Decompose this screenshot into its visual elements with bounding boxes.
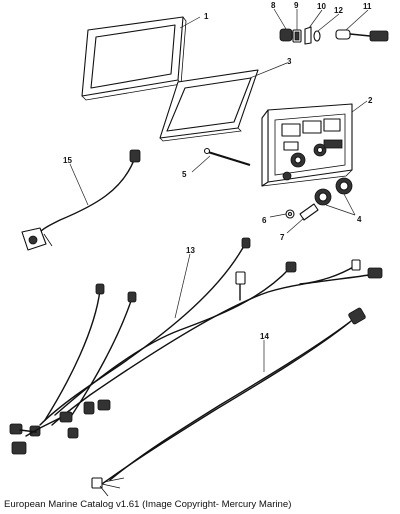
callout-3: 3 [287, 57, 292, 66]
part-6-washer [285, 209, 295, 219]
part-2-display-module [261, 103, 353, 187]
callout-15: 15 [63, 156, 72, 165]
callout-2: 2 [368, 96, 373, 105]
callout-8: 8 [271, 1, 276, 10]
callout-13: 13 [186, 246, 195, 255]
callout-10: 10 [317, 2, 326, 11]
callout-12: 12 [334, 6, 343, 15]
image-caption: European Marine Catalog v1.61 (Image Cop… [4, 499, 292, 510]
part-14-cable [91, 307, 366, 497]
callout-7: 7 [280, 233, 285, 242]
part-8-knob [279, 28, 293, 42]
part-9-nut [292, 29, 302, 43]
callout-6: 6 [262, 216, 267, 225]
leader-lines [69, 8, 369, 372]
part-15-harness [21, 149, 141, 251]
callout-14: 14 [260, 332, 269, 341]
part-10-spacer [304, 26, 312, 45]
part-3-gasket [159, 69, 259, 142]
part-11-sensor-lead [335, 29, 389, 42]
callout-1: 1 [204, 12, 209, 21]
callout-9: 9 [294, 1, 299, 10]
callout-11: 11 [363, 2, 372, 11]
part-7-clip [299, 203, 319, 221]
part-1-bezel [81, 16, 187, 101]
part-12-oring [313, 30, 321, 42]
callout-5: 5 [182, 170, 187, 179]
part-4-connectors [314, 177, 353, 206]
part-5-screw [203, 147, 251, 166]
part-13-main-harness [9, 237, 383, 455]
callout-4: 4 [357, 215, 362, 224]
